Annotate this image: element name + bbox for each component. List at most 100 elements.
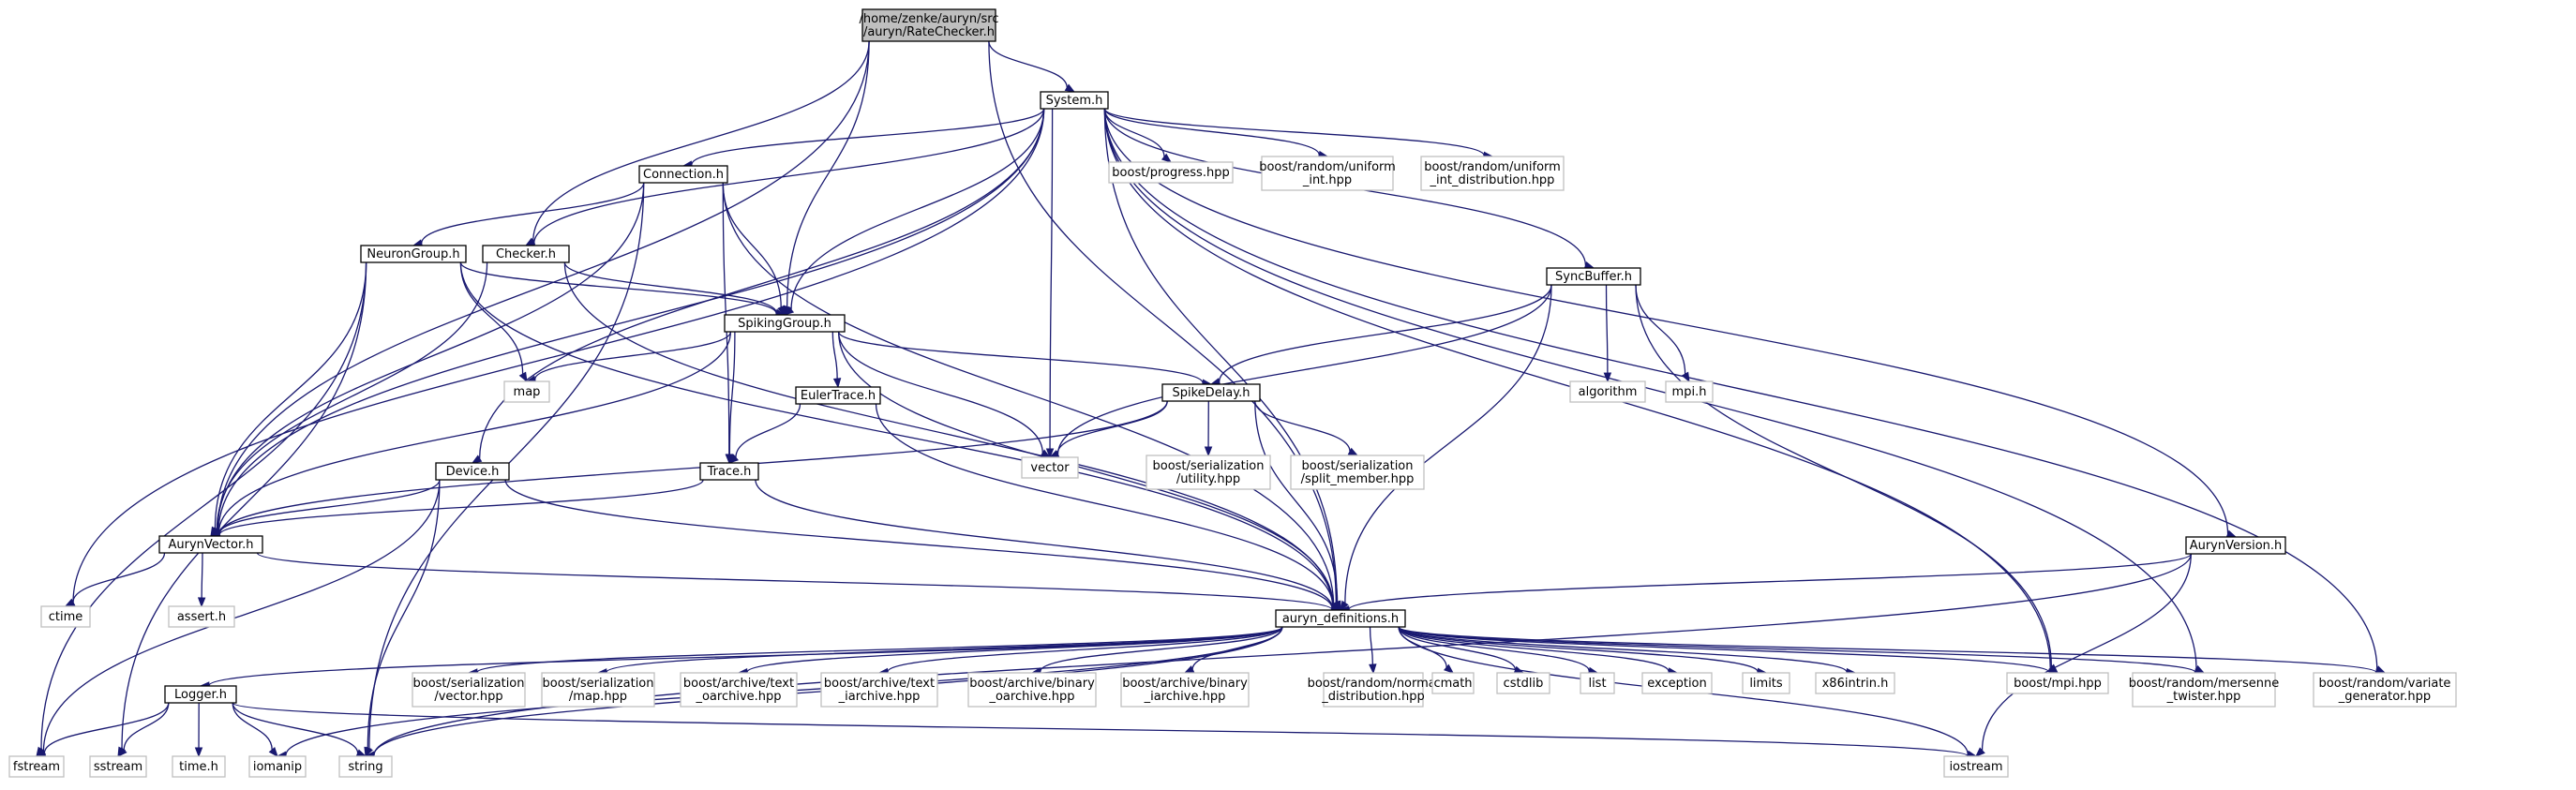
edge-logger-to-sstream [123,702,170,751]
edge-logger-to-iomanip [232,702,273,751]
node-device[interactable]: Device.h [435,462,510,481]
node-box [967,672,1097,708]
node-bunifint[interactable]: boost/random/uniform_int.hpp [1259,156,1396,191]
node-label: _distribution.hpp [1321,690,1424,704]
node-vector[interactable]: vector [1021,456,1079,479]
edge-defs-to-bmpi [1398,626,2050,673]
edge-defs-to-x86 [1398,626,1848,673]
node-fstream[interactable]: fstream [8,755,65,778]
node-cstdlib[interactable]: cstdlib [1496,672,1550,694]
node-cmath[interactable]: cmath [1431,672,1475,694]
node-ctime[interactable]: ctime [40,605,91,628]
node-label: _generator.hpp [2338,690,2431,704]
edge-system-to-vector [1049,108,1054,450]
node-bsersplit[interactable]: boost/serialization/split_member.hpp [1290,455,1425,490]
node-eulertrace[interactable]: EulerTrace.h [795,386,881,405]
node-label: sstream [94,760,142,774]
node-spikedelay[interactable]: SpikeDelay.h [1161,383,1261,402]
node-box [248,755,307,778]
node-box [680,672,798,708]
node-btextoar[interactable]: boost/archive/text_oarchive.hpp [680,672,798,708]
arrowhead [364,746,372,758]
node-box [1580,672,1615,694]
node-bbinoar[interactable]: boost/archive/binary_oarchive.hpp [967,672,1097,708]
edge-spiking-to-eulertrace [831,331,838,380]
node-string[interactable]: string [338,755,393,778]
node-limits[interactable]: limits [1742,672,1790,694]
edge-system-to-checker [533,108,1045,244]
edge-neurongroup-to-map [459,261,524,375]
node-aurynversion[interactable]: AurynVersion.h [2185,536,2286,555]
node-x86[interactable]: x86intrin.h [1815,672,1895,694]
node-system[interactable]: System.h [1040,91,1109,110]
node-box [1161,383,1261,402]
node-root[interactable]: /home/zenke/auryn/src/auryn/RateChecker.… [860,8,999,42]
node-box [724,314,846,333]
node-neurongroup[interactable]: NeuronGroup.h [360,245,467,263]
node-label: _twister.hpp [2166,690,2241,704]
node-sstream[interactable]: sstream [89,755,147,778]
arrowhead [471,455,483,464]
node-bunifintdist[interactable]: boost/random/uniform_int_distribution.hp… [1420,156,1565,191]
arrowhead [1204,446,1213,457]
node-label: _iarchive.hpp [1144,690,1226,704]
node-timeh[interactable]: time.h [172,755,226,778]
node-bnormal[interactable]: boost/random/normal_distribution.hpp [1308,672,1440,708]
node-map[interactable]: map [503,380,550,403]
node-label: _int.hpp [1302,173,1352,187]
node-box [1261,156,1394,191]
edge-root-to-checker [532,40,870,242]
node-bprogress[interactable]: boost/progress.hpp [1108,161,1234,184]
edge-defs-to-bnormal [1369,626,1374,665]
node-bmpi[interactable]: boost/mpi.hpp [2006,672,2109,694]
node-label: boost/random/uniform [1424,160,1561,174]
node-iostream[interactable]: iostream [1943,755,2009,778]
node-assert[interactable]: assert.h [168,605,235,628]
arrowhead [1045,448,1055,459]
node-checker[interactable]: Checker.h [482,245,570,263]
arrowhead [1161,153,1173,163]
edge-aurynversion-to-defs [1348,553,2192,610]
node-bvariate[interactable]: boost/random/variate_generator.hpp [2313,672,2457,708]
node-box [1496,672,1550,694]
node-defs[interactable]: auryn_definitions.h [1275,609,1406,628]
edge-device-to-aurynvector [218,479,441,535]
node-syncbuffer[interactable]: SyncBuffer.h [1546,267,1641,286]
node-algorithm[interactable]: algorithm [1569,380,1646,403]
node-spiking[interactable]: SpikingGroup.h [724,314,846,333]
edge-defs-to-bbinoar [1040,626,1283,672]
arrowhead [783,306,795,316]
node-bmersenne[interactable]: boost/random/mersenne_twister.hpp [2129,672,2279,708]
node-label: _int_distribution.hpp [1430,173,1555,187]
node-label: x86intrin.h [1822,677,1889,691]
node-aurynvector[interactable]: AurynVector.h [158,535,263,554]
edge-system-to-aurynversion [1103,108,2229,534]
edge-system-to-bmersenne [1103,108,2197,669]
node-bsermap[interactable]: boost/serialization/map.hpp [541,672,655,708]
node-label: AurynVector.h [168,538,253,552]
arrowhead [268,747,278,758]
node-label: boost/serialization [542,677,653,691]
arrowhead [1340,600,1349,612]
node-bservec[interactable]: boost/serialization/vector.hpp [412,672,526,708]
node-exception[interactable]: exception [1641,672,1713,694]
node-list[interactable]: list [1580,672,1615,694]
edge-device-to-string [367,479,441,749]
edge-device-to-defs [504,479,1333,609]
arrowhead [117,747,127,758]
node-btextiar[interactable]: boost/archive/text_iarchive.hpp [820,672,938,708]
edge-syncbuffer-to-spikedelay [1218,284,1552,382]
arrowhead [1444,663,1455,674]
node-mpih[interactable]: mpi.h [1665,380,1714,403]
node-bbiniar[interactable]: boost/archive/binary_iarchive.hpp [1120,672,1250,708]
node-logger[interactable]: Logger.h [164,685,237,704]
node-bserutil[interactable]: boost/serialization/utility.hpp [1146,455,1271,490]
node-box [172,755,226,778]
node-iomanip[interactable]: iomanip [248,755,307,778]
node-label: /vector.hpp [434,690,502,704]
node-connection[interactable]: Connection.h [638,165,728,184]
edge-system-to-bunifintdist [1103,108,1485,157]
node-trace[interactable]: Trace.h [699,462,759,481]
edge-logger-to-fstream [43,702,170,753]
